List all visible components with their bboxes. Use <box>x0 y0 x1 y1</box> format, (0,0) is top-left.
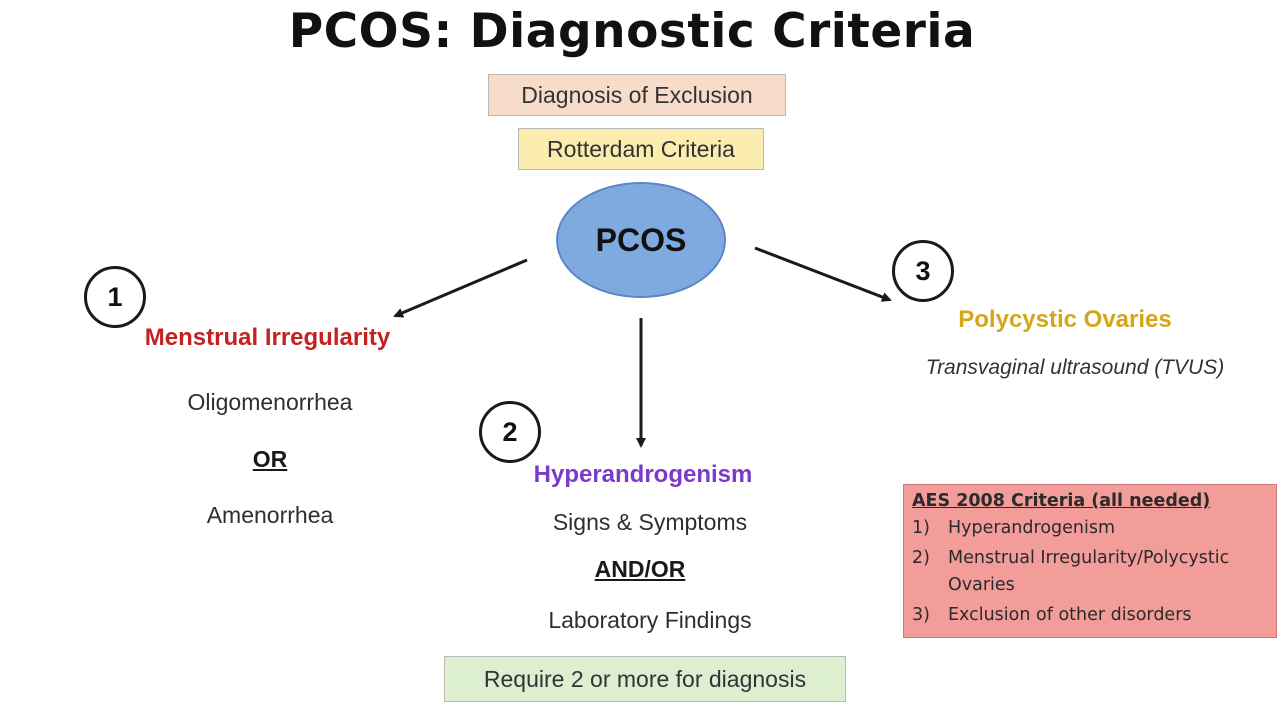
aes-title: AES 2008 Criteria (all needed) <box>912 491 1211 511</box>
aes-item-text: Hyperandrogenism <box>948 518 1116 538</box>
criterion-2-number: 2 <box>479 401 541 463</box>
criterion-3-number: 3 <box>892 240 954 302</box>
and-or-connector: AND/OR <box>594 556 686 582</box>
page-title: PCOS: Diagnostic Criteria <box>288 4 976 59</box>
aes-item: 1) Hyperandrogenism <box>912 515 1268 542</box>
aes-item-number: 1) <box>912 518 930 538</box>
criterion-1-heading: Menstrual Irregularity <box>144 324 391 351</box>
pcos-center-label: PCOS <box>595 221 687 258</box>
arrow-to-criterion-3 <box>754 246 892 302</box>
amenorrhea-text: Amenorrhea <box>206 502 334 528</box>
arrow-to-criterion-1 <box>393 258 528 318</box>
diagnosis-of-exclusion-box: Diagnosis of Exclusion <box>488 74 786 116</box>
signs-symptoms-text: Signs & Symptoms <box>552 509 748 535</box>
aes-item-number: 2) <box>912 548 930 568</box>
rotterdam-criteria-box: Rotterdam Criteria <box>518 128 764 170</box>
or-connector: OR <box>252 446 288 472</box>
aes-item-text: Menstrual Irregularity/Polycystic Ovarie… <box>948 548 1230 595</box>
laboratory-findings-text: Laboratory Findings <box>548 607 752 633</box>
aes-item: 2) Menstrual Irregularity/Polycystic Ova… <box>912 545 1268 599</box>
criterion-1-number: 1 <box>84 266 146 328</box>
pcos-center-node: PCOS <box>556 182 726 298</box>
require-two-box: Require 2 or more for diagnosis <box>444 656 846 702</box>
criterion-3-heading: Polycystic Ovaries <box>958 306 1172 333</box>
oligomenorrhea-text: Oligomenorrhea <box>187 389 353 415</box>
aes-item-number: 3) <box>912 605 930 625</box>
aes-item-text: Exclusion of other disorders <box>948 605 1192 625</box>
criterion-2-heading: Hyperandrogenism <box>533 461 753 488</box>
tvus-text: Transvaginal ultrasound (TVUS) <box>925 356 1225 379</box>
aes-item: 3) Exclusion of other disorders <box>912 602 1268 629</box>
aes-criteria-box: AES 2008 Criteria (all needed) 1) Hypera… <box>903 484 1277 638</box>
